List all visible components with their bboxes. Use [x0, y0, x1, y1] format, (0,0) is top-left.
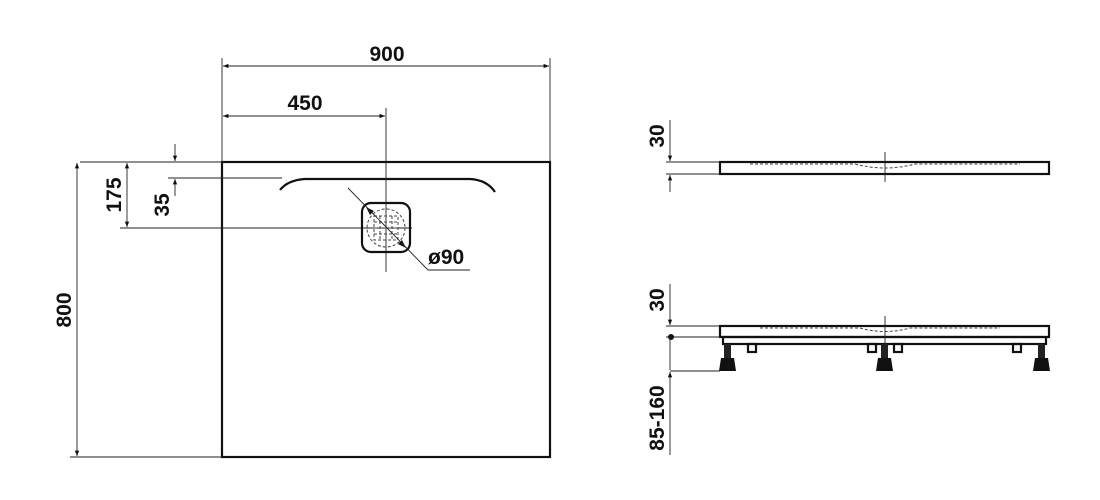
support-frame	[721, 335, 1048, 346]
drain-grate	[360, 201, 412, 254]
depth-label: 800	[53, 292, 76, 327]
width-label: 900	[369, 43, 404, 66]
drain-leader-line	[347, 187, 470, 271]
rim-curve	[279, 177, 496, 193]
adjustable-foot	[719, 344, 736, 371]
tray-thickness-label: 30	[646, 288, 669, 311]
tray-thickness-label: 30	[646, 124, 669, 147]
drain-offset-label: 175	[103, 177, 126, 212]
drain-diameter-label: ø90	[428, 246, 464, 269]
adjustable-foot	[1033, 344, 1050, 371]
feet-height-label: 85-160	[646, 385, 669, 450]
tray-side-profile	[718, 160, 1051, 176]
adjustable-foot	[876, 344, 893, 371]
rim-offset-label: 35	[151, 193, 174, 217]
side-view-tray: 30	[646, 120, 1051, 192]
plan-view: 900 450 175 35 800 ø90	[53, 43, 552, 459]
half-width-label: 450	[287, 92, 322, 115]
side-view-with-feet: 30 85-160	[646, 284, 1051, 455]
